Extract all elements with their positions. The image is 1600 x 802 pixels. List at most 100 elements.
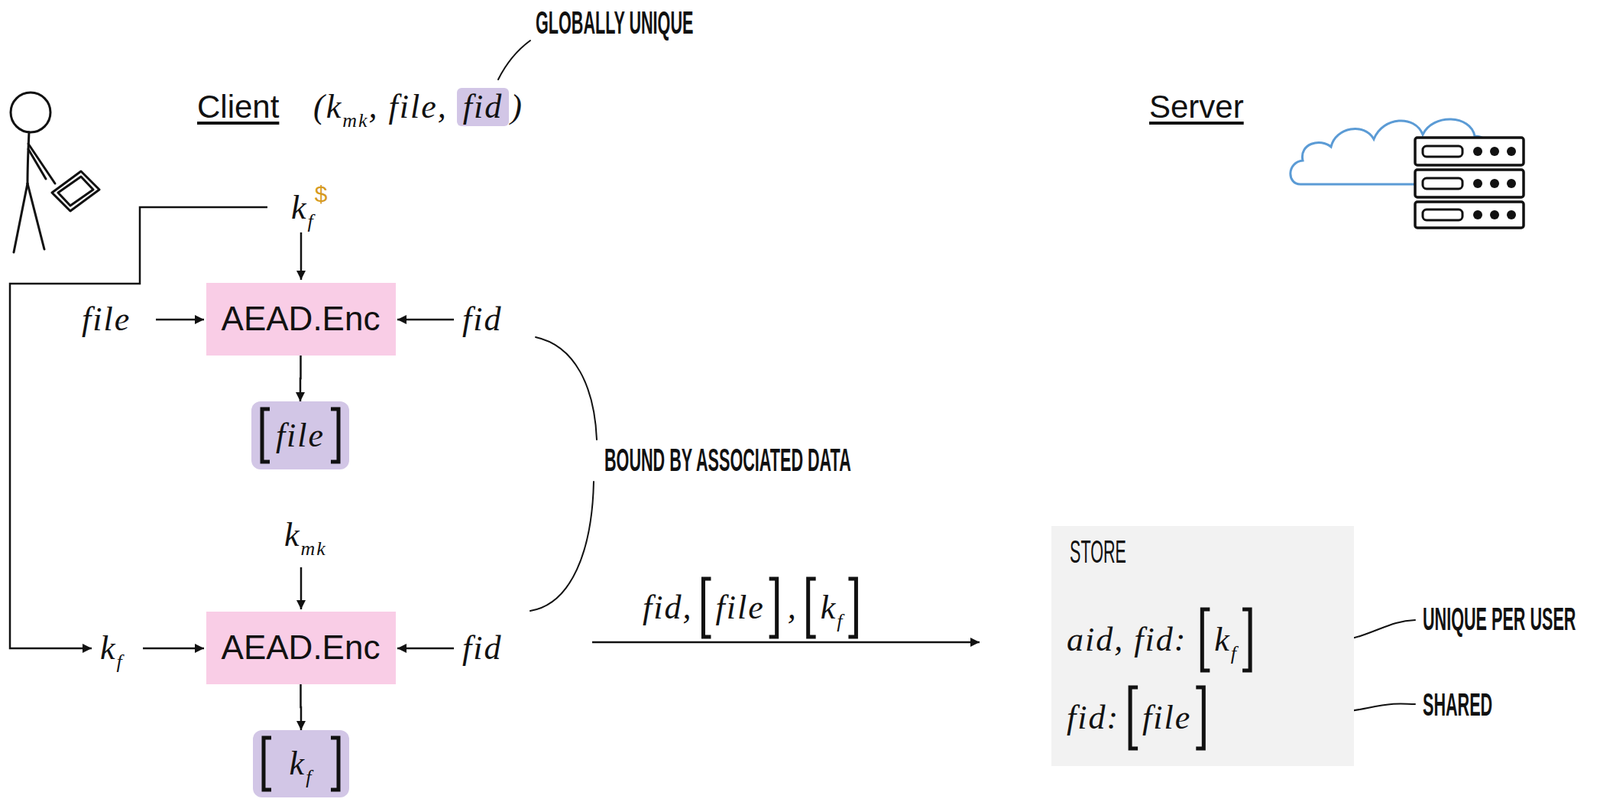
server-unit xyxy=(1415,137,1524,166)
ciphertext-box: kf xyxy=(252,729,350,797)
server-light xyxy=(1473,210,1483,220)
text-group: GLOBALLY UNIQUE xyxy=(535,12,733,34)
server-light xyxy=(1489,146,1500,156)
server-light xyxy=(1506,146,1516,156)
figure-leg xyxy=(27,183,45,250)
label-text: f xyxy=(836,609,844,632)
bracket xyxy=(702,578,711,637)
input-arrow xyxy=(397,647,454,650)
text-group: kf$ xyxy=(291,191,328,225)
panel-heading: STORE xyxy=(1069,534,1127,568)
label-text: k xyxy=(284,515,302,554)
text-group: (kmk, file,fid) xyxy=(313,87,524,127)
server-light xyxy=(1473,178,1483,188)
bracket xyxy=(262,408,270,462)
node-text: fid xyxy=(463,87,503,126)
node-text: AEAD.Enc xyxy=(221,299,381,337)
input-arrow xyxy=(300,232,303,280)
label-text: ) xyxy=(510,87,524,126)
server-slot xyxy=(1422,178,1463,189)
label-text: fid, xyxy=(642,588,693,626)
highlight-box: fid xyxy=(456,87,509,127)
tablet-screen xyxy=(58,176,94,206)
callout-note: BOUND BY ASSOCIATED DATA xyxy=(604,443,852,477)
stick-figure xyxy=(10,92,100,253)
text-group: UNIQUE PER USER xyxy=(1422,608,1600,630)
bracket xyxy=(1130,686,1138,749)
figure-body xyxy=(27,132,30,184)
node-text: aid, fid: xyxy=(1066,620,1187,658)
input-arrow xyxy=(300,566,303,609)
bracket xyxy=(1242,608,1251,671)
label-text: ( xyxy=(313,87,327,126)
input-arrow xyxy=(155,318,205,321)
server-light xyxy=(1489,210,1500,220)
text-group: Client xyxy=(197,90,279,124)
label-text: , file, xyxy=(369,87,448,126)
server-slot xyxy=(1422,209,1463,221)
label-text: k xyxy=(326,87,344,126)
node-text: file xyxy=(275,416,325,454)
bracket xyxy=(848,578,856,637)
process-box: AEAD.Enc xyxy=(206,282,396,356)
text-group: SHARED xyxy=(1422,694,1510,716)
label-text: file xyxy=(715,588,765,626)
leader-line xyxy=(535,336,597,440)
text-row: STORE xyxy=(1069,541,1141,563)
label-text: f xyxy=(116,650,124,673)
process-box: AEAD.Enc xyxy=(206,611,396,684)
figure-head xyxy=(10,92,51,133)
label-text: k xyxy=(291,188,308,227)
server-light xyxy=(1489,178,1500,188)
key-wire xyxy=(9,207,268,648)
figure-arm xyxy=(28,148,46,179)
text-row: AEAD.Enc xyxy=(221,301,381,337)
node-text: f xyxy=(1230,641,1238,664)
label-text: mk xyxy=(301,537,328,560)
text-group: kmk xyxy=(284,518,328,552)
figure-arm xyxy=(28,143,56,184)
bracket xyxy=(330,408,339,462)
text-group: BOUND BY ASSOCIATED DATA xyxy=(604,450,914,471)
server-rack xyxy=(1415,137,1524,228)
figure-leg xyxy=(13,183,28,253)
input-arrow xyxy=(142,647,205,650)
server-unit xyxy=(1415,201,1524,228)
tablet xyxy=(51,171,100,211)
bracket xyxy=(808,578,817,637)
node-text: AEAD.Enc xyxy=(221,628,381,666)
label-text: file xyxy=(81,300,131,338)
node-text: fid: xyxy=(1066,698,1120,736)
node-text: k xyxy=(1214,620,1231,658)
input-arrows xyxy=(9,207,980,648)
server-light xyxy=(1506,210,1516,220)
bracket xyxy=(1201,608,1210,671)
label-text: f xyxy=(307,210,315,233)
text-row: fid xyxy=(463,90,503,124)
text-group: Server xyxy=(1149,90,1244,124)
text-row: kf xyxy=(289,746,314,781)
server-slot xyxy=(1422,145,1463,157)
input-arrow xyxy=(397,318,454,321)
store-panel: STOREaid, fid:kffid:file xyxy=(1051,525,1354,766)
callout-note: GLOBALLY UNIQUE xyxy=(535,6,694,39)
server-unit xyxy=(1415,169,1524,198)
text-group: kf xyxy=(100,631,124,665)
leader-line xyxy=(498,40,531,80)
bracket xyxy=(769,578,778,637)
node-text: f xyxy=(305,765,313,788)
label-text: mk xyxy=(342,109,369,132)
text-group: fid xyxy=(462,631,503,665)
leader-line xyxy=(530,481,594,611)
party-title: Client xyxy=(197,88,279,125)
text-group: fid xyxy=(462,302,503,337)
upload-arrow xyxy=(592,641,980,644)
party-title: Server xyxy=(1149,88,1244,125)
text-group: fid,file,kf xyxy=(642,590,867,625)
label-text: k xyxy=(100,628,117,667)
bracket xyxy=(263,737,272,790)
label-text: fid xyxy=(462,300,503,338)
bracket xyxy=(1195,686,1204,749)
ciphertext-box: file xyxy=(251,401,350,470)
